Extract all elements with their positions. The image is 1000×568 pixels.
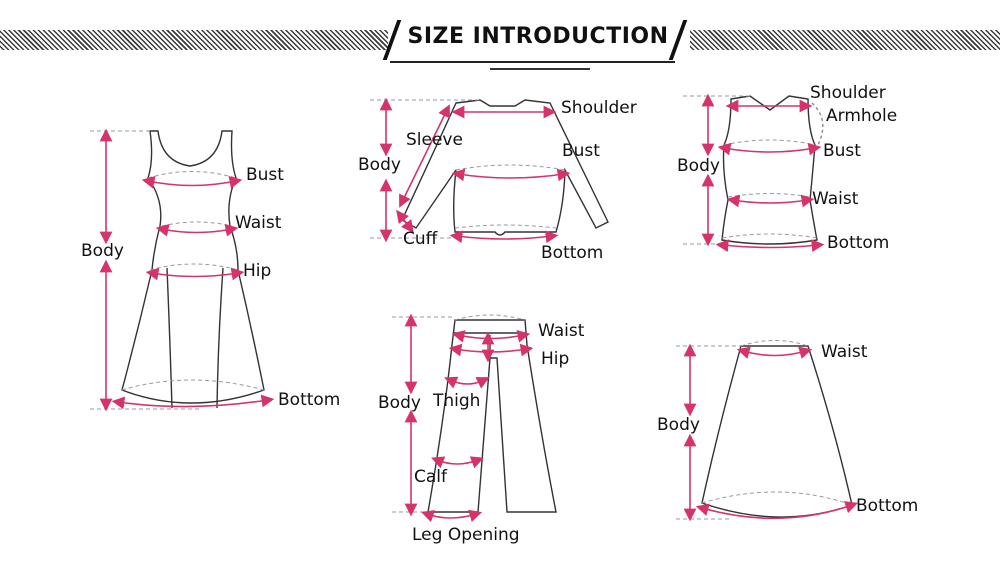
tank-bust-label: Bust [823, 141, 861, 161]
skirt-bottom-label: Bottom [856, 496, 919, 516]
dress-bottom-label: Bottom [278, 390, 341, 410]
dress-waist-label: Waist [235, 213, 282, 233]
skirt-waist-label: Waist [821, 342, 868, 362]
tank-drawing [721, 95, 824, 245]
top-drawing [401, 99, 609, 236]
title-underline-short [490, 68, 590, 70]
header-stripes-left [0, 30, 388, 50]
dress-hip-label: Hip [243, 261, 272, 281]
top-sleeve-label: Sleeve [406, 130, 463, 150]
dress-bust-label: Bust [246, 165, 284, 185]
pants-thigh-label: Thigh [433, 391, 481, 411]
tank-body-label: Body [677, 156, 720, 176]
tank-shoulder-label: Shoulder [810, 83, 886, 103]
top-cuff-label: Cuff [403, 229, 438, 249]
skirt-body-label: Body [657, 415, 700, 435]
tank-armhole-label: Armhole [826, 106, 898, 126]
top-bottom-label: Bottom [541, 243, 604, 263]
top-body-label: Body [358, 155, 401, 175]
page-title: SIZE INTRODUCTION [407, 24, 669, 49]
pants-body-label: Body [378, 393, 421, 413]
header-stripes-right [690, 30, 1000, 50]
top-bust-label: Bust [562, 141, 600, 161]
tank-waist-label: Waist [812, 189, 859, 209]
dress-body-label: Body [81, 241, 124, 261]
pants-leg-opening-label: Leg Opening [412, 525, 520, 545]
pants-calf-label: Calf [414, 467, 447, 487]
pants-drawing [427, 319, 557, 513]
pants-hip-label: Hip [541, 349, 570, 369]
header-title-box: SIZE INTRODUCTION [380, 18, 690, 68]
top-shoulder-label: Shoulder [561, 98, 637, 118]
skirt-drawing [701, 345, 853, 518]
title-underline [390, 61, 675, 63]
pants-waist-label: Waist [538, 321, 585, 341]
tank-bottom-label: Bottom [827, 233, 890, 253]
